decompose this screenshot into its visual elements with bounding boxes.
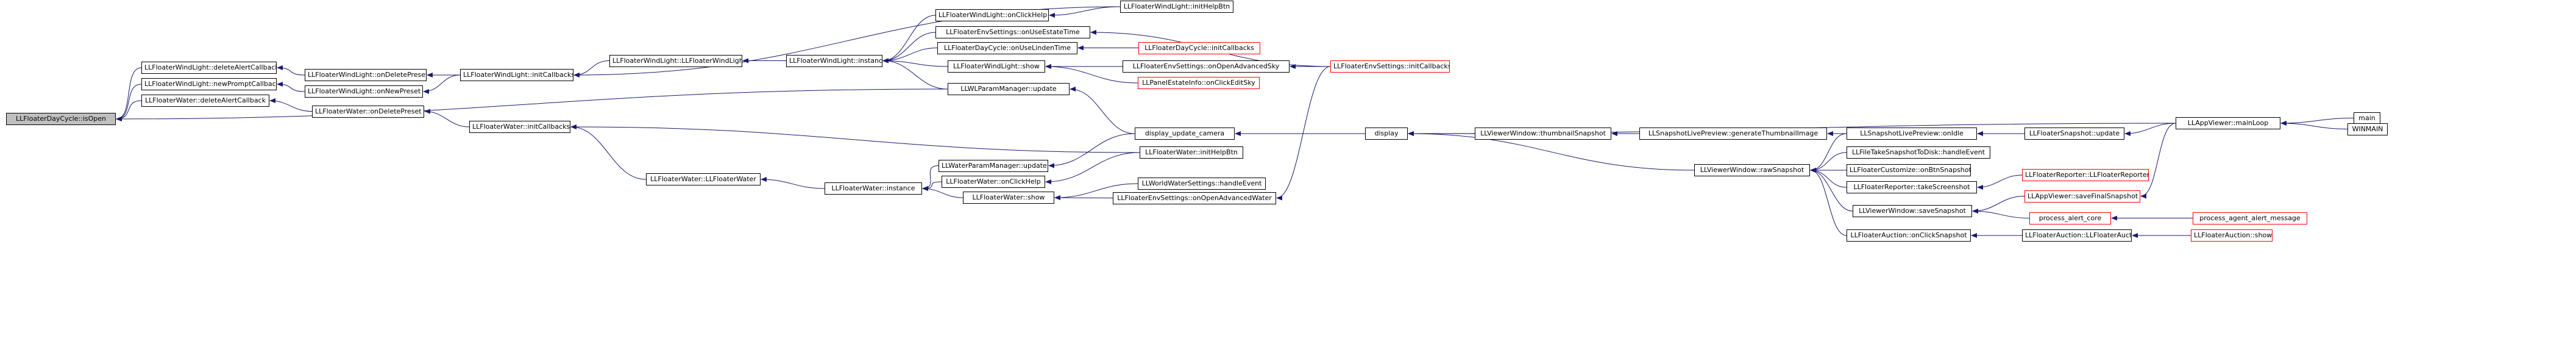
edge-filetake-to-rawsnap	[1810, 152, 1847, 173]
edge-wlparam-update-to-wl-inst	[882, 58, 948, 90]
graph-node-reporter-ctor[interactable]: LLFloaterReporter::LLFloaterReporter	[2022, 169, 2149, 181]
graph-node-dc-useLinden[interactable]: LLFloaterDayCycle::onUseLindenTime	[937, 41, 1077, 54]
graph-node-waterparam-update[interactable]: LLWaterParamManager::update	[939, 159, 1048, 172]
edge-mainloop-to-final-snap	[2140, 123, 2176, 199]
edge-w-onClickHelp-to-w-inst	[922, 181, 942, 191]
graph-node-panel-estate[interactable]: LLPanelEstateInfo::onClickEditSky	[1138, 77, 1260, 89]
edge-display-cam-to-wlparam-update	[1070, 87, 1135, 134]
edge-wl-newPrompt-to-root	[116, 84, 142, 121]
graph-node-w-onDelete[interactable]: LLFloaterWater::onDeletePreset	[312, 105, 424, 118]
graph-node-snap-update[interactable]: LLFloaterSnapshot::update	[2024, 128, 2124, 140]
edge-final-snap-to-savesnap	[1972, 196, 2025, 214]
edge-main-to-mainloop	[2280, 118, 2354, 126]
graph-node-main[interactable]: main	[2354, 112, 2380, 124]
graph-node-w-delAlert[interactable]: LLFloaterWater::deleteAlertCallback	[141, 95, 269, 107]
edge-w-delAlert-to-root	[116, 100, 142, 121]
graph-node-winmain[interactable]: WINMAIN	[2347, 123, 2388, 135]
graph-node-env-openWater[interactable]: LLFloaterEnvSettings::onOpenAdvancedWate…	[1113, 192, 1276, 204]
graph-node-wl-show[interactable]: LLFloaterWindLight::show	[948, 60, 1045, 73]
graph-node-wl-onClickHelp[interactable]: LLFloaterWindLight::onClickHelp	[935, 9, 1049, 21]
edge-wl-onDelete-to-wl-delAlert	[277, 65, 305, 76]
graph-node-display-cam[interactable]: display_update_camera	[1135, 128, 1235, 140]
edge-savesnap-to-rawsnap	[1810, 168, 1853, 212]
edge-w-ctor-to-w-init	[570, 124, 647, 180]
graph-node-display[interactable]: display	[1365, 128, 1408, 140]
graph-node-w-onClickHelp[interactable]: LLFloaterWater::onClickHelp	[942, 176, 1045, 188]
graph-node-wl-onDelete[interactable]: LLFloaterWindLight::onDeletePreset	[305, 69, 427, 81]
graph-node-savesnap[interactable]: LLViewerWindow::saveSnapshot	[1853, 205, 1972, 217]
graph-node-auction-ctor[interactable]: LLFloaterAuction::LLFloaterAuction	[2022, 229, 2132, 242]
edge-auction-click-to-rawsnap	[1810, 168, 1847, 236]
graph-node-wl-ctor[interactable]: LLFloaterWindLight::LLFloaterWindLight	[609, 54, 742, 67]
edge-w-initHelp-to-w-init	[570, 124, 1140, 153]
graph-node-env-useEstate[interactable]: LLFloaterEnvSettings::onUseEstateTime	[935, 26, 1090, 38]
graph-node-w-initHelp[interactable]: LLFloaterWater::initHelpBtn	[1140, 146, 1243, 159]
graph-node-agent-alert[interactable]: process_agent_alert_message	[2193, 212, 2307, 225]
edge-wl-onClickHelp-to-wl-inst	[882, 15, 936, 63]
graph-node-mainloop[interactable]: LLAppViewer::mainLoop	[2176, 117, 2280, 129]
graph-node-w-ctor[interactable]: LLFloaterWater::LLFloaterWater	[646, 173, 761, 185]
graph-node-rawsnap[interactable]: LLViewerWindow::rawSnapshot	[1694, 164, 1810, 176]
graph-node-auction-show[interactable]: LLFloaterAuction::show	[2191, 229, 2273, 242]
graph-node-wl-newPrompt[interactable]: LLFloaterWindLight::newPromptCallback	[141, 78, 277, 90]
edge-env-useEstate-to-wl-inst	[882, 32, 936, 63]
graph-node-env-openSky[interactable]: LLFloaterEnvSettings::onOpenAdvancedSky	[1123, 60, 1290, 73]
graph-node-w-init[interactable]: LLFloaterWater::initCallbacks	[469, 121, 570, 133]
graph-node-dc-initCb[interactable]: LLFloaterDayCycle::initCallbacks	[1138, 41, 1260, 54]
graph-node-customize[interactable]: LLFloaterCustomize::onBtnSnapshot	[1847, 164, 1971, 176]
edge-dc-useLinden-to-wl-inst	[882, 48, 938, 63]
edge-reporter-ctor-to-reporter-take	[1977, 174, 2023, 190]
edge-w-show-to-w-inst	[922, 186, 963, 198]
graph-node-wlparam-update[interactable]: LLWLParamManager::update	[948, 83, 1070, 95]
edge-env-initCb-to-env-openWater	[1276, 66, 1331, 201]
graph-node-wl-inst[interactable]: LLFloaterWindLight::instance	[786, 54, 882, 67]
edge-display-cam-to-waterparam-update	[1048, 133, 1135, 168]
edge-wlparam-update-to-root	[116, 88, 948, 121]
graph-node-env-initCb[interactable]: LLFloaterEnvSettings::initCallbacks	[1330, 60, 1450, 73]
graph-node-auction-click[interactable]: LLFloaterAuction::onClickSnapshot	[1847, 229, 1971, 242]
graph-node-gen-thumb[interactable]: LLSnapshotLivePreview::generateThumbnail…	[1639, 128, 1827, 140]
graph-node-w-show[interactable]: LLFloaterWater::show	[963, 192, 1054, 204]
edge-wl-show-to-wl-inst	[882, 58, 948, 67]
graph-node-worldwater[interactable]: LLWorldWaterSettings::handleEvent	[1138, 178, 1266, 190]
edge-wl-initHelp-to-wl-onClickHelp	[1049, 6, 1121, 18]
graph-node-alert-core[interactable]: process_alert_core	[2029, 212, 2111, 225]
graph-node-reporter-take[interactable]: LLFloaterReporter::takeScreenshot	[1847, 181, 1977, 193]
graph-node-w-inst[interactable]: LLFloaterWater::instance	[825, 182, 922, 195]
edge-w-init-to-w-onDelete	[424, 109, 470, 128]
edge-w-onDelete-to-w-delAlert	[269, 98, 313, 112]
graph-node-wl-initHelp[interactable]: LLFloaterWindLight::initHelpBtn	[1120, 1, 1233, 13]
graph-node-root[interactable]: LLFloaterDayCycle::isOpen	[6, 113, 116, 125]
edge-w-initHelp-to-w-onClickHelp	[1045, 152, 1140, 184]
edge-mainloop-to-snap-update	[2124, 123, 2176, 136]
edge-wl-delAlert-to-root	[116, 67, 142, 121]
edge-worldwater-to-w-show	[1054, 183, 1138, 200]
edge-winmain-to-mainloop	[2280, 121, 2348, 129]
graph-node-wl-init[interactable]: LLFloaterWindLight::initCallbacks	[460, 69, 573, 81]
graph-node-snap-idle[interactable]: LLSnapshotLivePreview::onIdle	[1847, 128, 1977, 140]
edge-wl-onNew-to-wl-newPrompt	[277, 82, 305, 92]
edge-wl-ctor-to-wl-init	[573, 60, 610, 77]
edge-panel-estate-to-wl-show	[1045, 64, 1138, 84]
edge-w-inst-to-w-ctor	[761, 177, 825, 189]
graph-node-thumb[interactable]: LLViewerWindow::thumbnailSnapshot	[1475, 128, 1611, 140]
graph-node-wl-delAlert[interactable]: LLFloaterWindLight::deleteAlertCallback	[141, 62, 277, 74]
edge-wl-init-to-wl-onNew	[423, 74, 461, 94]
edge-rawsnap-to-display	[1408, 131, 1695, 171]
graph-node-final-snap[interactable]: LLAppViewer::saveFinalSnapshot	[2024, 190, 2140, 203]
graph-node-filetake[interactable]: LLFileTakeSnapshotToDisk::handleEvent	[1847, 146, 1990, 159]
graph-node-wl-onNew[interactable]: LLFloaterWindLight::onNewPreset	[305, 85, 423, 98]
edge-waterparam-update-to-w-inst	[922, 165, 939, 191]
edge-alert-core-to-savesnap	[1972, 209, 2030, 218]
